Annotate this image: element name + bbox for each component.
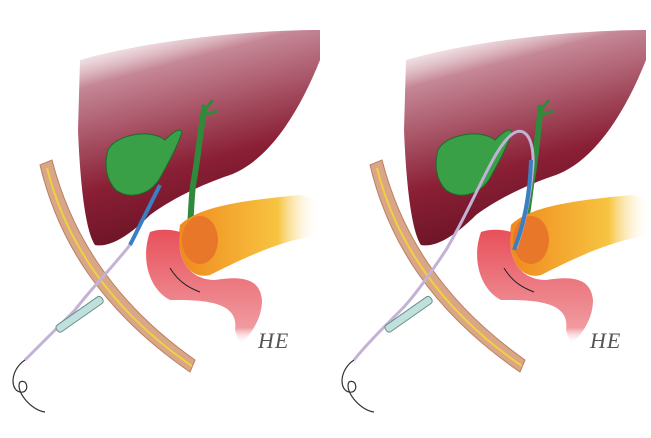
pancreas <box>510 195 651 276</box>
anatomy-illustration <box>12 30 320 413</box>
gallbladder <box>105 129 183 196</box>
duodenum <box>146 229 262 345</box>
gastric-wall <box>369 159 526 373</box>
needle-handle <box>55 295 104 333</box>
tumor <box>182 216 218 264</box>
artist-signature: HE <box>590 328 622 353</box>
needle-handle <box>384 295 433 333</box>
pancreas <box>179 195 320 276</box>
guidewire-loop <box>12 359 46 413</box>
stent <box>128 184 162 246</box>
illustration-panel-left: HE <box>0 0 325 438</box>
artist-signature: HE <box>258 328 290 353</box>
illustration-panel-right: HE <box>326 0 651 438</box>
guidewire-loop <box>341 359 375 413</box>
stent <box>512 159 533 251</box>
guidewire <box>23 244 132 362</box>
gallbladder <box>435 129 513 196</box>
duodenum <box>477 229 593 345</box>
gastric-wall <box>39 159 196 373</box>
anatomy-illustration <box>341 30 651 413</box>
